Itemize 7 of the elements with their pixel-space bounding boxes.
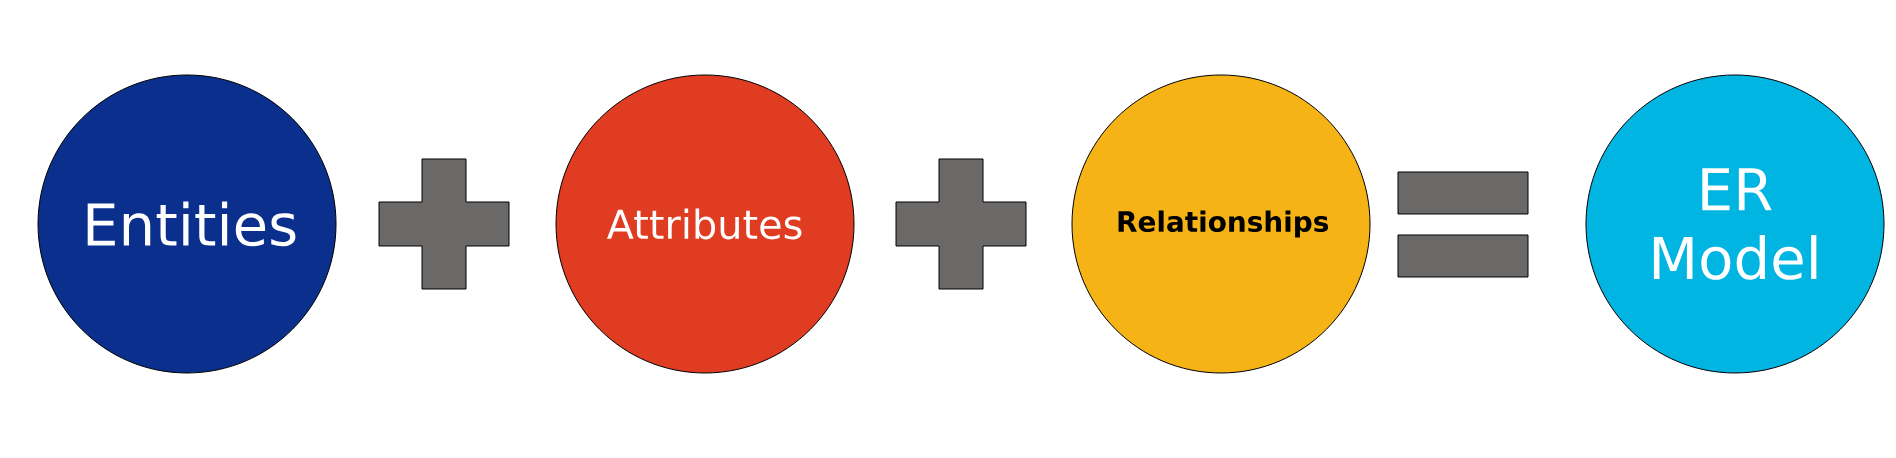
plus-sign	[895, 158, 1027, 290]
equals-sign	[1397, 171, 1529, 278]
plus-sign	[378, 158, 510, 290]
circle-node: Relationships	[1071, 74, 1371, 374]
circle-node: Attributes	[555, 74, 855, 374]
circle-node: ER Model	[1585, 74, 1885, 374]
circle-node: Entities	[37, 74, 337, 374]
